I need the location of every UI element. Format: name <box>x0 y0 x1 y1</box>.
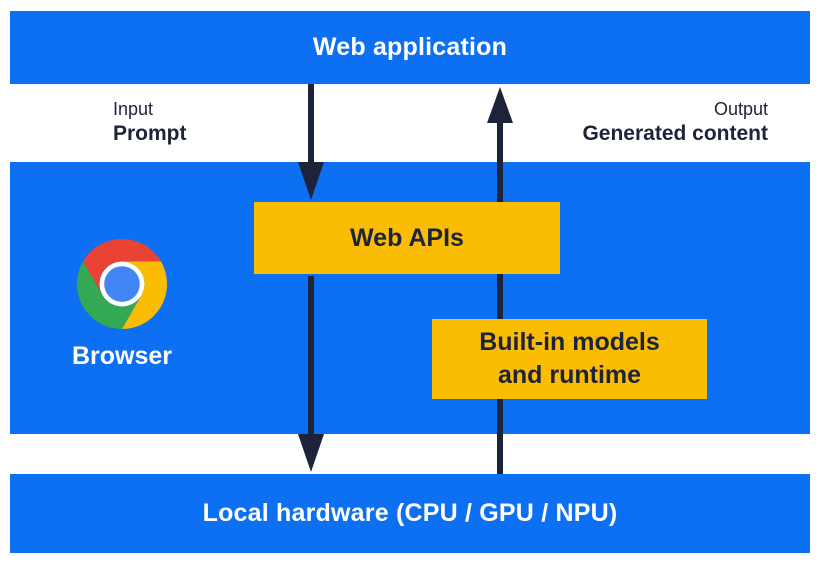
browser-label: Browser <box>71 342 173 370</box>
web-application-bar: Web application <box>10 11 810 84</box>
builtin-models-label-line1: Built-in models <box>479 328 660 356</box>
arrow-down-icon <box>298 434 324 472</box>
output-label-group: Output Generated content <box>582 98 768 147</box>
input-label-group: Input Prompt <box>113 98 187 147</box>
web-apis-box: Web APIs <box>254 202 560 274</box>
builtin-models-box: Built-in models and runtime <box>432 319 707 399</box>
local-hardware-bar: Local hardware (CPU / GPU / NPU) <box>10 474 810 553</box>
local-hardware-label: Local hardware (CPU / GPU / NPU) <box>202 499 618 527</box>
arrow-down-icon <box>298 162 324 200</box>
input-value: Prompt <box>113 122 187 145</box>
input-flow-arrow-upper-line <box>308 84 314 166</box>
output-value: Generated content <box>582 122 768 145</box>
output-title: Output <box>713 99 768 119</box>
arrow-up-icon <box>487 87 513 123</box>
web-apis-label: Web APIs <box>350 223 464 252</box>
builtin-models-label-line2: and runtime <box>497 361 642 389</box>
output-flow-arrow-line <box>497 121 503 474</box>
web-application-label: Web application <box>312 33 508 61</box>
input-flow-arrow-lower-line <box>308 276 314 436</box>
chrome-logo-icon <box>77 239 167 329</box>
input-title: Input <box>113 99 154 119</box>
